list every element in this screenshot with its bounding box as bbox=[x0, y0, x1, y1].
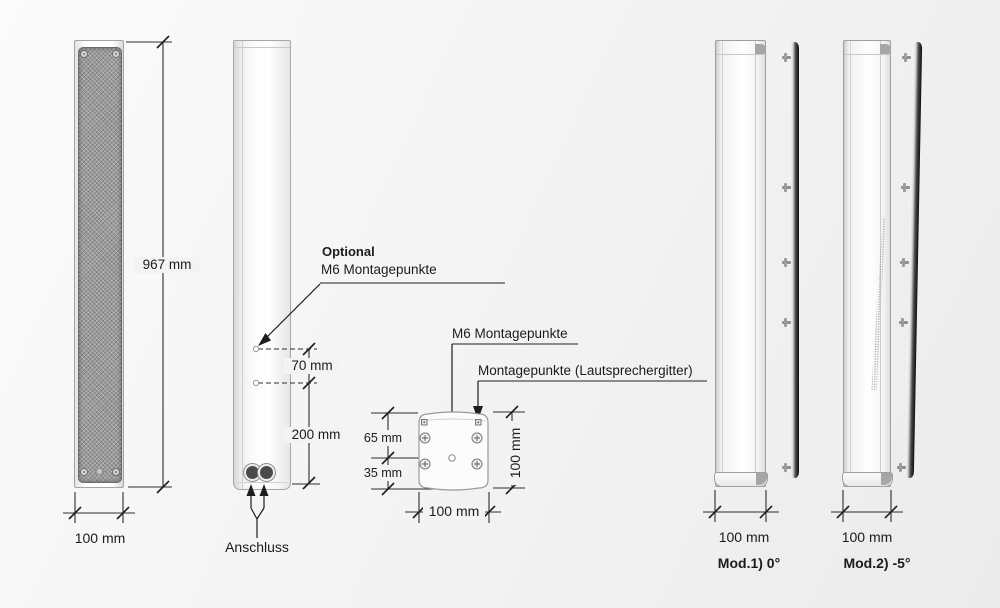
top-cap-line bbox=[716, 54, 765, 55]
plate-grille-mount-label: Montagepunkte (Lautsprechergitter) bbox=[478, 363, 693, 378]
grille-screw-icon bbox=[80, 468, 88, 476]
edge-line bbox=[242, 41, 243, 489]
bottom-cap-line bbox=[234, 482, 290, 483]
mod1-width-dim-label: 100 mm bbox=[718, 529, 770, 545]
top-cap-line bbox=[234, 47, 290, 48]
mount-stud-icon bbox=[897, 463, 906, 472]
mod2-width-dim-label: 100 mm bbox=[841, 529, 893, 545]
mod1-grille-strip bbox=[790, 42, 799, 478]
mount-stud-icon bbox=[782, 183, 791, 192]
plate-upper-dim-label: 65 mm bbox=[357, 430, 409, 446]
plate-lower-dim-label: 35 mm bbox=[357, 465, 409, 481]
mount-stud-icon bbox=[782, 258, 791, 267]
mod2-column bbox=[842, 40, 893, 487]
rear-mount-holes bbox=[252, 345, 260, 387]
edge-line bbox=[755, 41, 756, 486]
optional-m6-label: M6 Montagepunkte bbox=[321, 262, 437, 277]
speakon-connector-icon bbox=[258, 464, 275, 481]
grille-screw-icon bbox=[112, 50, 120, 58]
mount-plate-outline bbox=[418, 411, 489, 491]
front-height-dim-label: 967 mm bbox=[134, 257, 200, 273]
plate-m6-label: M6 Montagepunkte bbox=[452, 326, 568, 341]
top-cap-line bbox=[844, 54, 890, 55]
mod1-column bbox=[714, 40, 768, 487]
optional-title: Optional bbox=[322, 244, 375, 259]
mod1-caption: Mod.1) 0° bbox=[717, 555, 781, 571]
mount-stud-icon bbox=[902, 53, 911, 62]
hole-spacing-dim-label: 70 mm bbox=[284, 358, 340, 374]
plate-center-hole bbox=[448, 454, 456, 462]
front-width-dim-label: 100 mm bbox=[74, 530, 126, 546]
speaker-grille bbox=[78, 47, 122, 483]
top-cap-corner bbox=[755, 44, 766, 55]
grille-screw-icon bbox=[80, 50, 88, 58]
bottom-foot-corner bbox=[756, 473, 767, 485]
mount-stud-icon bbox=[900, 258, 909, 267]
connector-label: Anschluss bbox=[225, 539, 289, 555]
brand-mark bbox=[95, 468, 104, 475]
mount-stud-icon bbox=[782, 463, 791, 472]
bottom-foot bbox=[714, 472, 768, 487]
mount-stud-icon bbox=[901, 183, 910, 192]
plate-width-dim-label: 100 mm bbox=[423, 503, 485, 519]
mount-stud-icon bbox=[782, 318, 791, 327]
front-view-column bbox=[74, 40, 124, 488]
plate-screw-slots bbox=[422, 435, 480, 467]
rear-view-column bbox=[233, 40, 291, 490]
mount-stud-icon bbox=[899, 318, 908, 327]
leader-lines bbox=[246, 282, 707, 538]
bottom-foot-corner bbox=[881, 473, 892, 485]
plate-height-dim-label: 100 mm bbox=[507, 421, 523, 485]
edge-line bbox=[722, 41, 723, 486]
mount-stud-icon bbox=[782, 53, 791, 62]
bottom-distance-dim-label: 200 mm bbox=[283, 427, 349, 443]
dimension-ticks bbox=[68, 35, 898, 520]
edge-line bbox=[850, 41, 851, 486]
top-cap-corner bbox=[880, 44, 891, 55]
grille-screw-icon bbox=[112, 468, 120, 476]
bottom-foot bbox=[842, 472, 893, 487]
mod2-caption: Mod.2) -5° bbox=[843, 555, 911, 571]
